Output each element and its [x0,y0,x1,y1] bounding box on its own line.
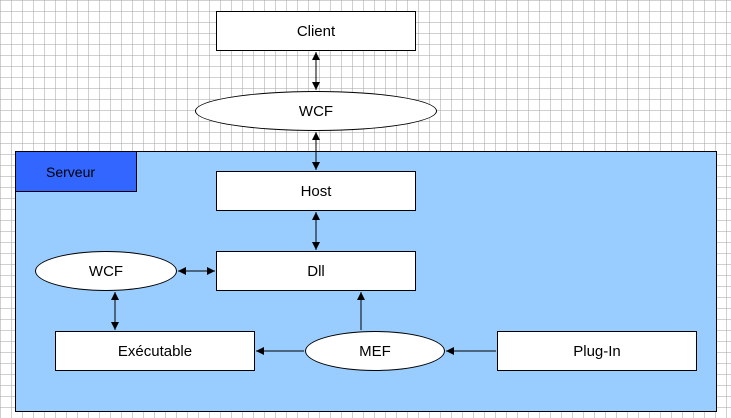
dll-node: Dll [216,251,416,291]
wcf-left-node: WCF [35,251,177,291]
host-node: Host [216,171,416,211]
plugin-node: Plug-In [497,331,697,371]
wcf-top-node: WCF [195,91,437,131]
executable-node: Exécutable [55,331,255,371]
server-label: Serveur [15,151,137,192]
mef-node: MEF [305,331,445,371]
client-node: Client [216,11,416,51]
